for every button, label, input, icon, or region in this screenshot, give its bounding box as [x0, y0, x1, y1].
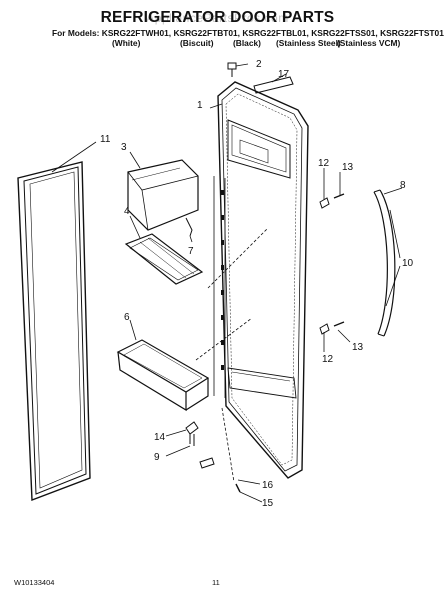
color-black: (Black): [233, 38, 261, 48]
dairy-hinge: [185, 217, 193, 237]
dairy-door: [127, 159, 199, 231]
callout-14: 14: [154, 432, 166, 443]
callout-13-top: 13: [342, 162, 354, 173]
callout-12-bottom: 12: [322, 354, 334, 365]
door-bin: [116, 339, 210, 412]
callout-9: 8: [400, 180, 406, 191]
color-biscuit: (Biscuit): [180, 38, 214, 48]
handle-screw-bottom: [333, 321, 345, 327]
callout-12-top: 12: [318, 158, 330, 169]
color-white: (White): [112, 38, 141, 48]
lower-hinge-pin: [189, 434, 195, 446]
callout-16: 16: [262, 480, 274, 491]
exploded-parts-diagram: 11 3 4 6 7 1 2 17 8 10 12 13 12 13 14 9 …: [17, 59, 414, 509]
egg-tray: [124, 233, 204, 285]
door-liner: [213, 81, 309, 479]
lower-hinge-bushing: [185, 421, 199, 435]
callout-6: 6: [124, 312, 130, 323]
callout-15: 15: [262, 498, 274, 509]
hinge-screw: [235, 483, 241, 493]
callout-17: 17: [278, 69, 290, 80]
callout-4: 4: [124, 206, 130, 217]
color-stainless-vcm: (Stainless VCM): [337, 38, 401, 48]
watermark: AppliancePartsPros.com: [146, 11, 289, 25]
callout-2: 2: [256, 59, 262, 70]
callout-8: 11: [100, 134, 111, 145]
model-list: For Models: KSRG22FTWH01, KSRG22FTBT01, …: [52, 28, 444, 38]
page-title: REFRIGERATOR DOOR PARTS: [100, 9, 335, 26]
handle-screw-top: [333, 193, 345, 199]
callout-3: 3: [121, 142, 127, 153]
door-handle: [373, 189, 396, 337]
color-stainless-steel: (Stainless Steel): [276, 38, 341, 48]
callout-1: 1: [197, 100, 203, 111]
handle-spacer-bottom: [319, 323, 330, 335]
callout-7: 7: [188, 246, 194, 257]
callout-10: 9: [154, 452, 160, 463]
handle-spacer-top: [319, 197, 330, 209]
page-number: 11: [212, 578, 220, 587]
top-trim: [253, 76, 294, 94]
callout-11: 10: [402, 258, 414, 269]
document-id: W10133404: [14, 578, 55, 587]
door-gasket: [17, 161, 91, 501]
callout-13-bottom: 13: [352, 342, 364, 353]
top-plug: [227, 62, 237, 70]
hinge-shim: [199, 457, 215, 469]
